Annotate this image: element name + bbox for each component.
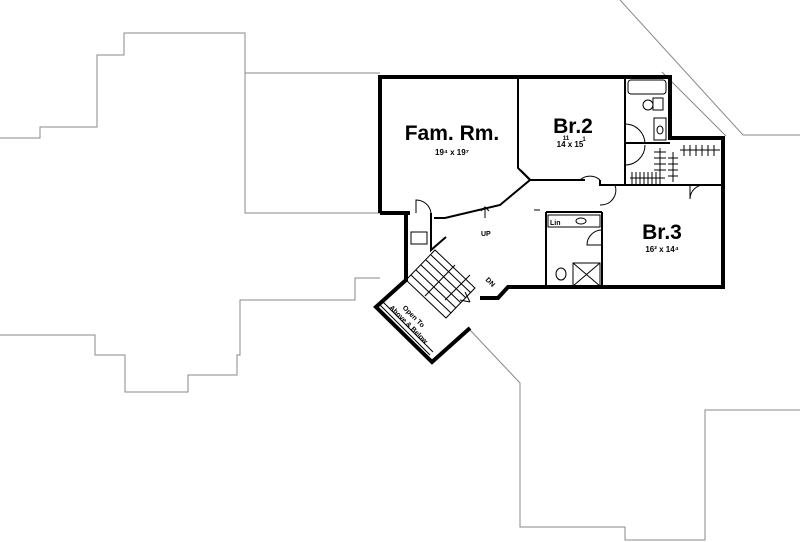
staircase <box>379 249 476 356</box>
room-name-br3: Br.3 <box>642 221 682 244</box>
bathtub-icon <box>627 79 667 95</box>
vanity-icon <box>547 214 601 228</box>
exterior-walls <box>373 75 725 365</box>
doors <box>415 123 706 246</box>
toilet-icon <box>642 99 654 111</box>
room-dim-fam-rm: 19⁴ x 19⁷ <box>435 148 469 157</box>
bathroom-fixtures <box>410 79 667 287</box>
interior-walls <box>430 77 723 287</box>
sink-icon <box>410 231 428 245</box>
room-dim-br2: 14 x 15 <box>557 140 584 149</box>
toilet-tank-icon <box>652 97 664 111</box>
svg-text:11: 11 <box>563 136 570 142</box>
sink-icon <box>653 117 667 141</box>
room-name-fam-rm: Fam. Rm. <box>405 122 500 145</box>
shower-icon <box>572 262 601 287</box>
room-name-br2: Br.2 <box>553 115 593 138</box>
closet-shelving <box>630 145 720 184</box>
up-label: UP <box>481 231 491 238</box>
svg-text:1: 1 <box>582 137 586 143</box>
basin-icon <box>575 217 587 225</box>
linen-label: Lin <box>550 220 561 227</box>
down-label: DN <box>484 277 496 289</box>
toilet-icon <box>555 267 567 281</box>
room-dim-br3: 16² x 14⁴ <box>645 245 678 254</box>
